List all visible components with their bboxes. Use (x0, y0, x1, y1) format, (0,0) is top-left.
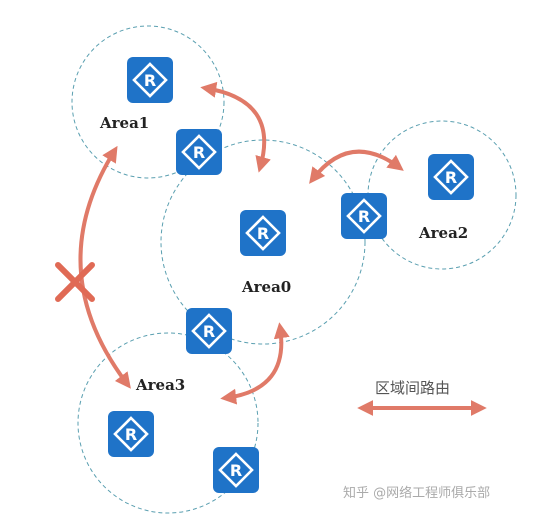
area3-circle (77, 332, 259, 514)
watermark: 知乎 @网络工程师俱乐部 (343, 485, 490, 501)
area1-label: Area1 (99, 114, 149, 132)
router-icon-abr-area0-area2 (339, 191, 389, 241)
area2-label: Area2 (418, 224, 468, 242)
router-icon-area0 (238, 208, 288, 258)
blocked-route-arrow-area1-area3 (78, 145, 131, 389)
cross-icon (55, 262, 95, 302)
legend-label: 区域间路由 (375, 379, 450, 397)
area3-label: Area3 (135, 376, 185, 394)
router-icon-area3-a (106, 409, 156, 459)
route-arrow-area0-area2 (309, 149, 404, 184)
router-icon-area2 (426, 152, 476, 202)
router-icon-abr-area0-area3 (184, 306, 234, 356)
router-icon-abr-area1-area0 (174, 127, 224, 177)
route-arrow-area1-area0 (200, 81, 271, 173)
router-icon-area1 (125, 55, 175, 105)
area0-label: Area0 (241, 278, 291, 296)
router-icon-area3-b (211, 445, 261, 495)
route-arrow-area0-area3 (220, 322, 290, 405)
